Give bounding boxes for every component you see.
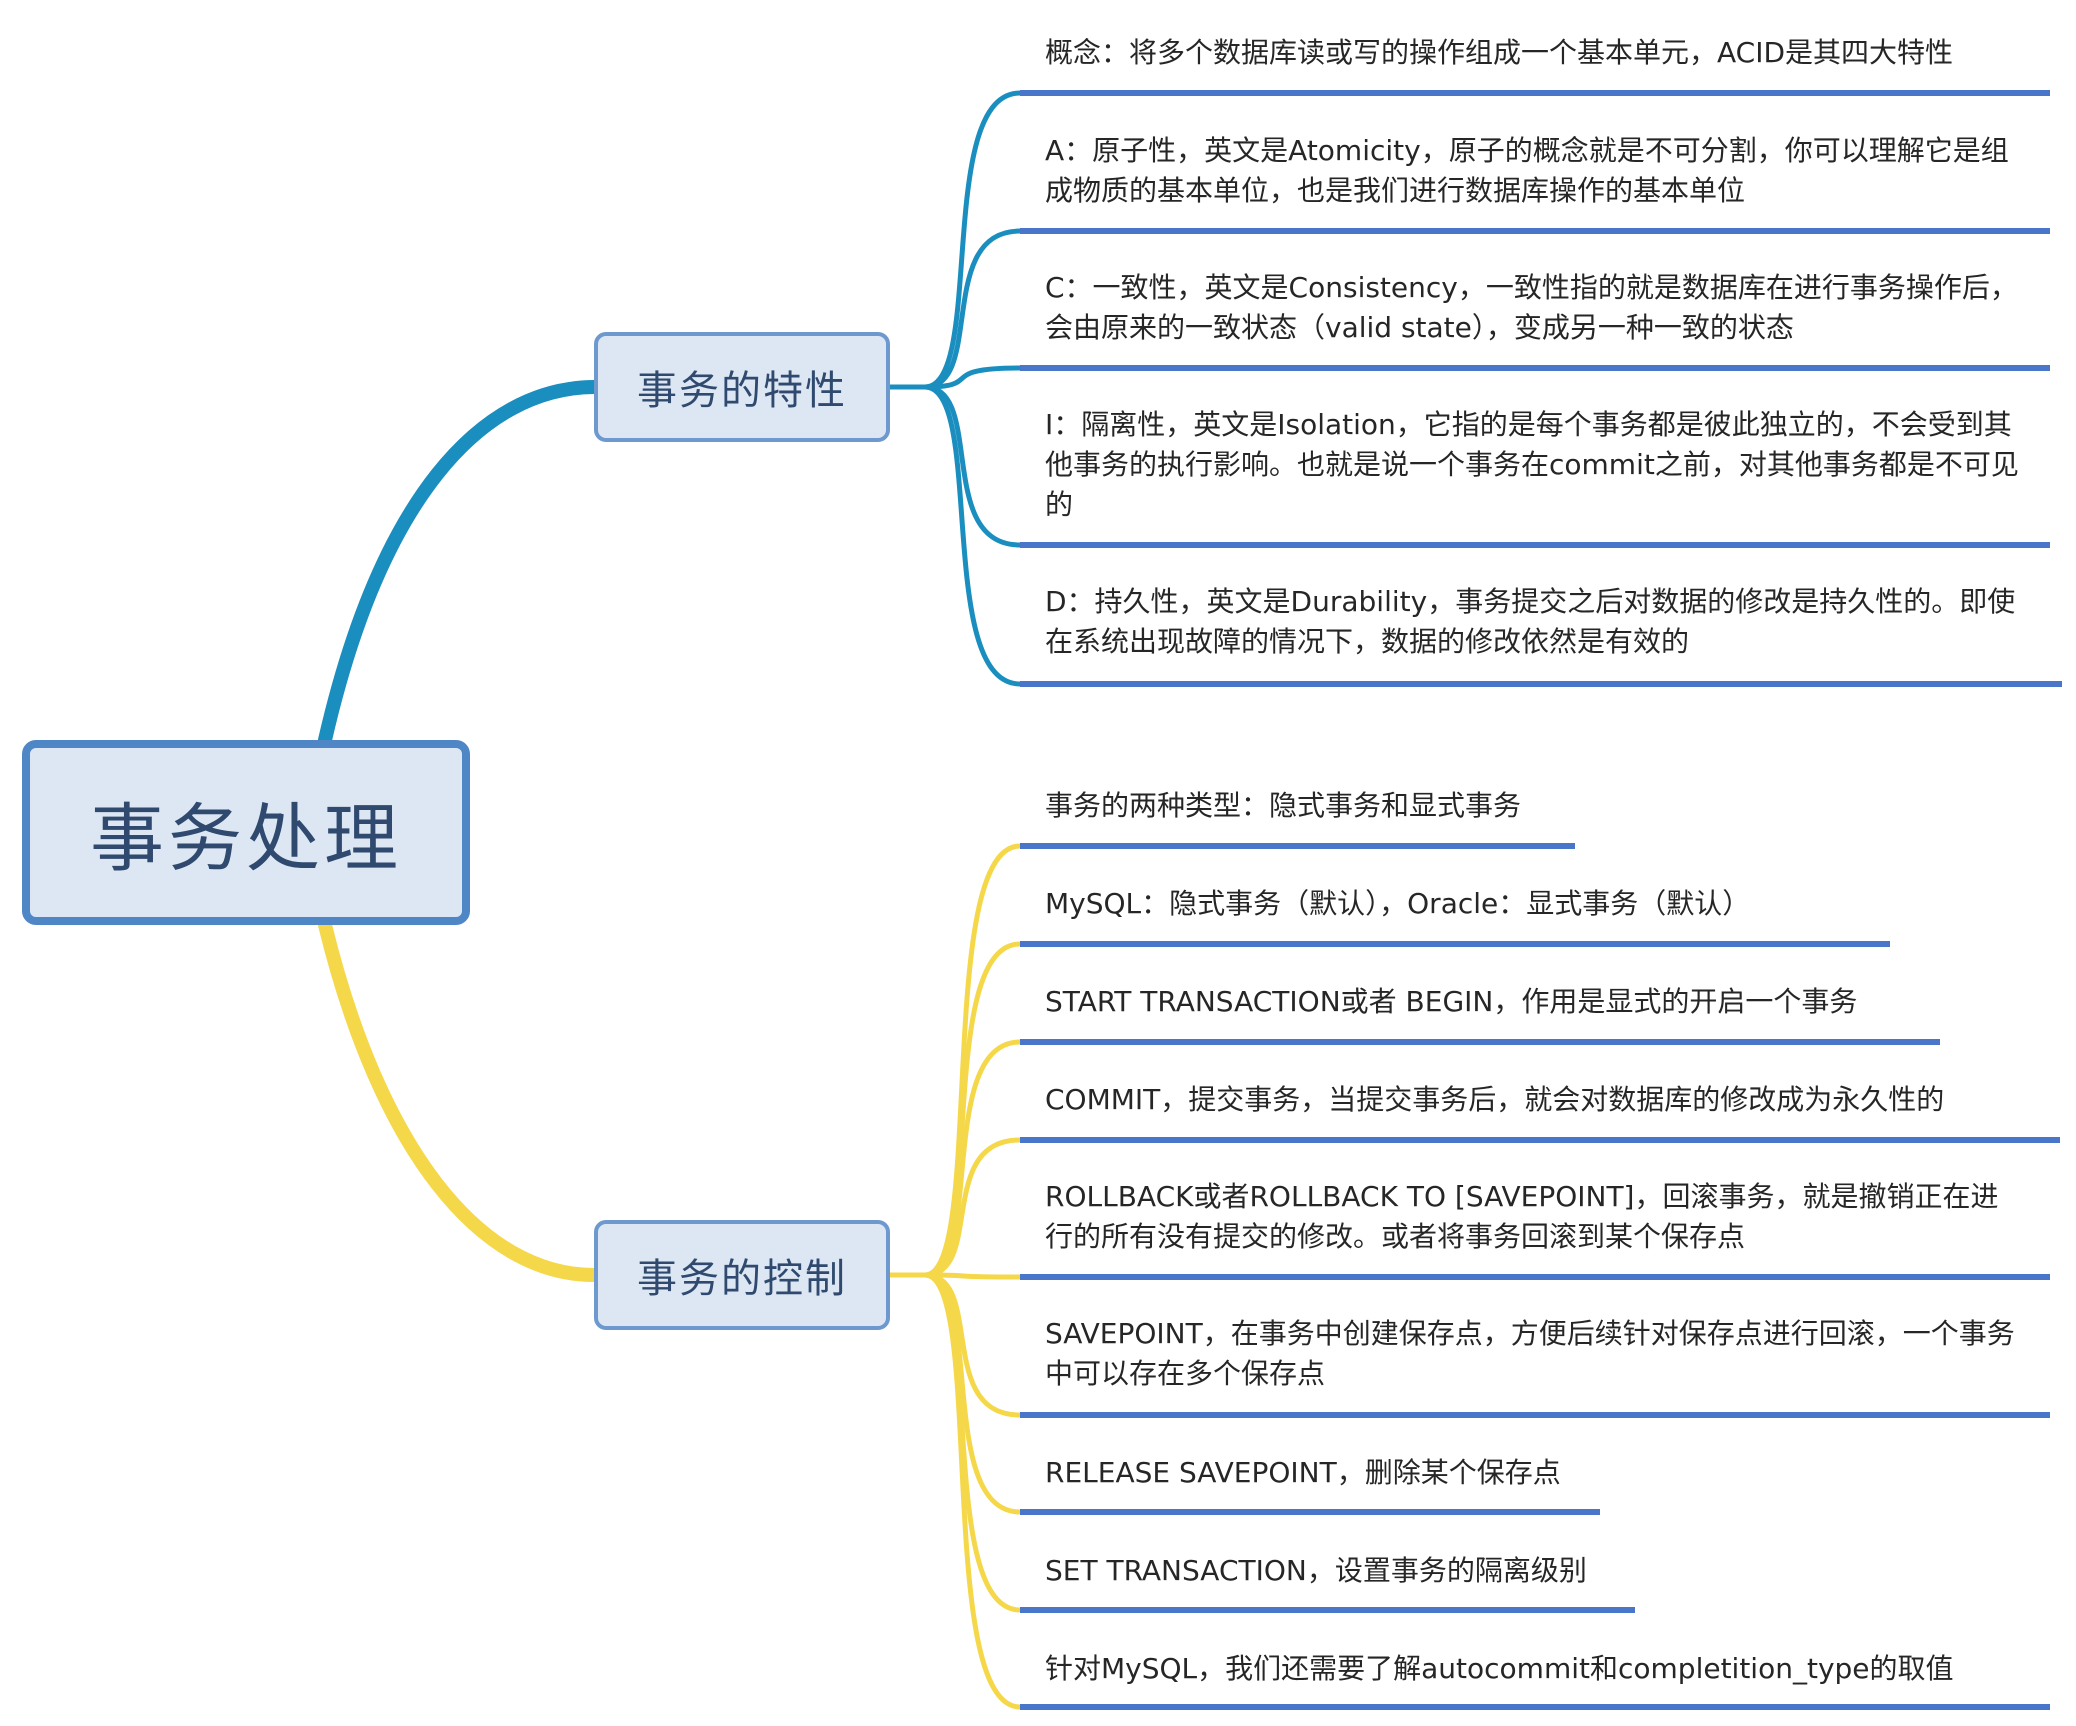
connector-properties-0 bbox=[922, 90, 1023, 390]
connector-root-control bbox=[318, 918, 601, 1282]
leaf-mysql-autocommit[interactable]: 针对MySQL，我们还需要了解autocommit和completition_t… bbox=[1045, 1652, 1954, 1685]
leaf-durability[interactable]: D：持久性，英文是Durability，事务提交之后对数据的修改是持久性的。即使… bbox=[1045, 585, 2016, 658]
leaf-atomicity[interactable]: A：原子性，英文是Atomicity，原子的概念就是不可分割，你可以理解它是组成… bbox=[1045, 134, 2009, 207]
leaf-mysql-oracle-default[interactable]: MySQL：隐式事务（默认），Oracle：显式事务（默认） bbox=[1045, 887, 1751, 920]
connector-control-2 bbox=[922, 1039, 1023, 1278]
connector-control-6 bbox=[922, 1272, 1023, 1515]
connector-control-1 bbox=[922, 941, 1023, 1278]
connector-control-5 bbox=[922, 1272, 1023, 1418]
connector-control-8 bbox=[922, 1272, 1023, 1710]
leaf-commit[interactable]: COMMIT，提交事务，当提交事务后，就会对数据库的修改成为永久性的 bbox=[1045, 1083, 1945, 1116]
root-node[interactable]: 事务处理 bbox=[22, 740, 470, 925]
leaf-rollback[interactable]: ROLLBACK或者ROLLBACK TO [SAVEPOINT]，回滚事务，就… bbox=[1045, 1180, 1999, 1253]
connector-control-7 bbox=[922, 1272, 1023, 1613]
leaf-start-transaction[interactable]: START TRANSACTION或者 BEGIN，作用是显式的开启一个事务 bbox=[1045, 985, 1858, 1018]
leaf-savepoint[interactable]: SAVEPOINT，在事务中创建保存点，方便后续针对保存点进行回滚，一个事务中可… bbox=[1045, 1317, 2015, 1390]
leaf-set-transaction[interactable]: SET TRANSACTION，设置事务的隔离级别 bbox=[1045, 1554, 1587, 1587]
connector-control-0 bbox=[922, 843, 1023, 1278]
branch-node-properties[interactable]: 事务的特性 bbox=[594, 332, 890, 442]
leaf-isolation[interactable]: I：隔离性，英文是Isolation，它指的是每个事务都是彼此独立的，不会受到其… bbox=[1045, 408, 2019, 521]
connector-control-4 bbox=[922, 1272, 1023, 1280]
leaf-concept[interactable]: 概念：将多个数据库读或写的操作组成一个基本单元，ACID是其四大特性 bbox=[1045, 36, 1954, 69]
connector-control-3 bbox=[922, 1137, 1023, 1278]
leaf-consistency[interactable]: C：一致性，英文是Consistency，一致性指的就是数据库在进行事务操作后，… bbox=[1045, 271, 2018, 344]
connector-properties-2 bbox=[922, 365, 1023, 390]
connector-properties-1 bbox=[922, 228, 1023, 390]
connector-root-properties bbox=[318, 380, 601, 747]
leaf-transaction-types[interactable]: 事务的两种类型：隐式事务和显式事务 bbox=[1045, 789, 1522, 822]
root-label: 事务处理 bbox=[90, 796, 402, 882]
leaf-release-savepoint[interactable]: RELEASE SAVEPOINT，删除某个保存点 bbox=[1045, 1456, 1561, 1489]
connector-properties-4 bbox=[922, 384, 1023, 687]
branch-node-control[interactable]: 事务的控制 bbox=[594, 1220, 890, 1330]
branch-label-control: 事务的控制 bbox=[637, 1256, 847, 1302]
branch-label-properties: 事务的特性 bbox=[637, 368, 847, 414]
connector-properties-3 bbox=[922, 384, 1023, 548]
